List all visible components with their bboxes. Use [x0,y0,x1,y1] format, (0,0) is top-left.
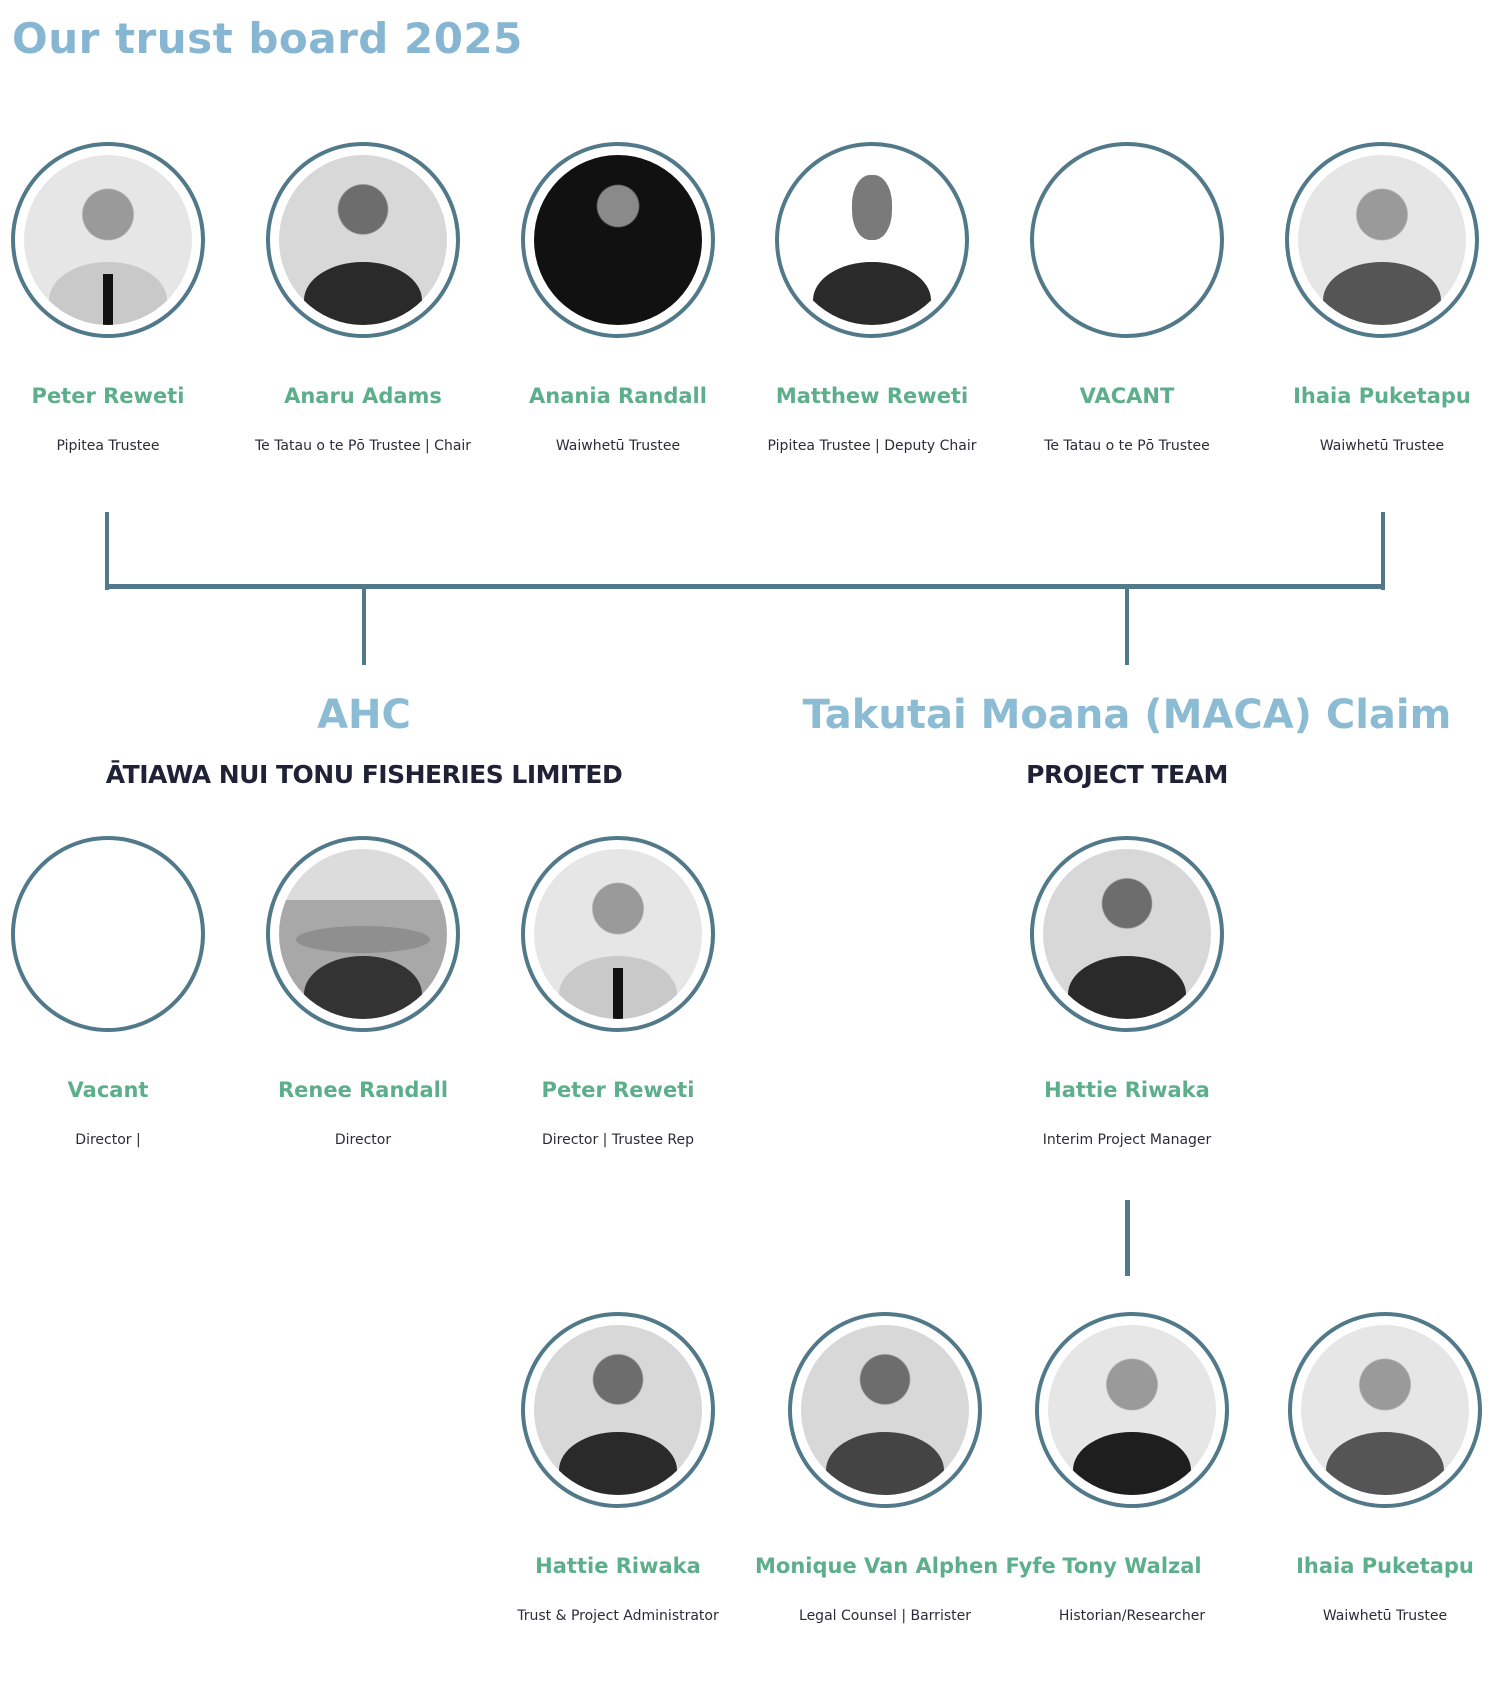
avatar-ring-empty [1030,142,1224,338]
avatar-ring [1030,836,1224,1032]
avatar-ring [1285,142,1479,338]
avatar-ring [521,1312,715,1508]
member-role: Trust & Project Administrator [517,1608,719,1624]
member-name: Peter Reweti [31,384,185,408]
page-title: Our trust board 2025 [12,14,523,63]
photo-man-suit [788,155,956,325]
connector-line [1381,512,1385,590]
maca-team-card: Ihaia Puketapu Waiwhetū Trustee [1255,1312,1496,1624]
member-name: Vacant [67,1078,149,1102]
avatar-ring [11,142,205,338]
member-name: Hattie Riwaka [1044,1078,1210,1102]
member-role: Legal Counsel | Barrister [799,1608,971,1624]
member-role: Te Tatau o te Pō Trustee [1044,438,1210,454]
connector-line [1125,1200,1130,1276]
avatar-ring [266,836,460,1032]
photo-man-beard [1048,1325,1216,1495]
member-role: Waiwhetū Trustee [1319,438,1445,454]
member-name: Hattie Riwaka [535,1554,701,1578]
avatar-ring [521,142,715,338]
member-role: Director [334,1132,392,1148]
member-name: Peter Reweti [541,1078,695,1102]
member-role: Historian/Researcher [1058,1608,1206,1624]
member-role: Waiwhetū Trustee [555,438,681,454]
avatar-ring [266,142,460,338]
photo-woman-glasses [534,1325,702,1495]
section-title-ahc: AHC [317,692,411,738]
member-role: Pipitea Trustee [56,438,160,454]
avatar-ring [1035,1312,1229,1508]
photo-man-shirt-tie [534,849,702,1019]
avatar-ring [521,836,715,1032]
photo-man-black-background [534,155,702,325]
member-name: Ihaia Puketapu [1293,384,1471,408]
member-role: Interim Project Manager [1042,1132,1212,1148]
maca-team-card: Hattie Riwaka Trust & Project Administra… [488,1312,748,1624]
maca-team-card: Monique Van Alphen Fyfe Legal Counsel | … [755,1312,1056,1624]
avatar-ring [788,1312,982,1508]
member-name: Ihaia Puketapu [1296,1554,1474,1578]
member-name: Renee Randall [277,1078,449,1102]
member-name: Tony Walzal [1062,1554,1202,1578]
photo-man-checked-shirt [1298,155,1466,325]
connector-line [1125,588,1129,665]
board-member-card: Anania Randall Waiwhetū Trustee [488,142,748,454]
photo-young-man [279,155,447,325]
maca-team-card: Tony Walzal Historian/Researcher [1002,1312,1262,1624]
board-member-card: Matthew Reweti Pipitea Trustee | Deputy … [742,142,1002,454]
avatar-ring [775,142,969,338]
member-name: VACANT [1079,384,1175,408]
board-member-card: Anaru Adams Te Tatau o te Pō Trustee | C… [233,142,493,454]
member-role: Director | [75,1132,141,1148]
photo-man-checked-shirt [1301,1325,1469,1495]
section-subtitle-maca: PROJECT TEAM [1026,760,1228,789]
maca-lead-card: Hattie Riwaka Interim Project Manager [997,836,1257,1148]
board-member-card: Ihaia Puketapu Waiwhetū Trustee [1252,142,1496,454]
photo-woman-glasses [1043,849,1211,1019]
connector-line [105,584,1385,589]
board-member-card: VACANT Te Tatau o te Pō Trustee [997,142,1257,454]
avatar-ring [1288,1312,1482,1508]
section-title-maca: Takutai Moana (MACA) Claim [802,692,1452,738]
photo-man-shirt-tie [24,155,192,325]
member-role: Director | Trustee Rep [541,1132,695,1148]
connector-line [362,588,366,665]
section-subtitle-ahc: ĀTIAWA NUI TONU FISHERIES LIMITED [105,760,623,789]
ahc-member-card: Peter Reweti Director | Trustee Rep [488,836,748,1148]
member-name: Anania Randall [529,384,707,408]
ahc-member-card: Renee Randall Director [233,836,493,1148]
avatar-ring-empty [11,836,205,1032]
photo-woman-smiling-glasses [801,1325,969,1495]
photo-man-holding-fish [279,849,447,1019]
member-name: Monique Van Alphen Fyfe [755,1554,1056,1578]
board-member-card: Peter Reweti Pipitea Trustee [0,142,238,454]
connector-line [105,512,109,590]
ahc-member-card: Vacant Director | [0,836,238,1148]
member-name: Anaru Adams [284,384,442,408]
member-role: Te Tatau o te Pō Trustee | Chair [254,438,472,454]
member-role: Pipitea Trustee | Deputy Chair [767,438,977,454]
member-name: Matthew Reweti [775,384,969,408]
member-role: Waiwhetū Trustee [1322,1608,1448,1624]
